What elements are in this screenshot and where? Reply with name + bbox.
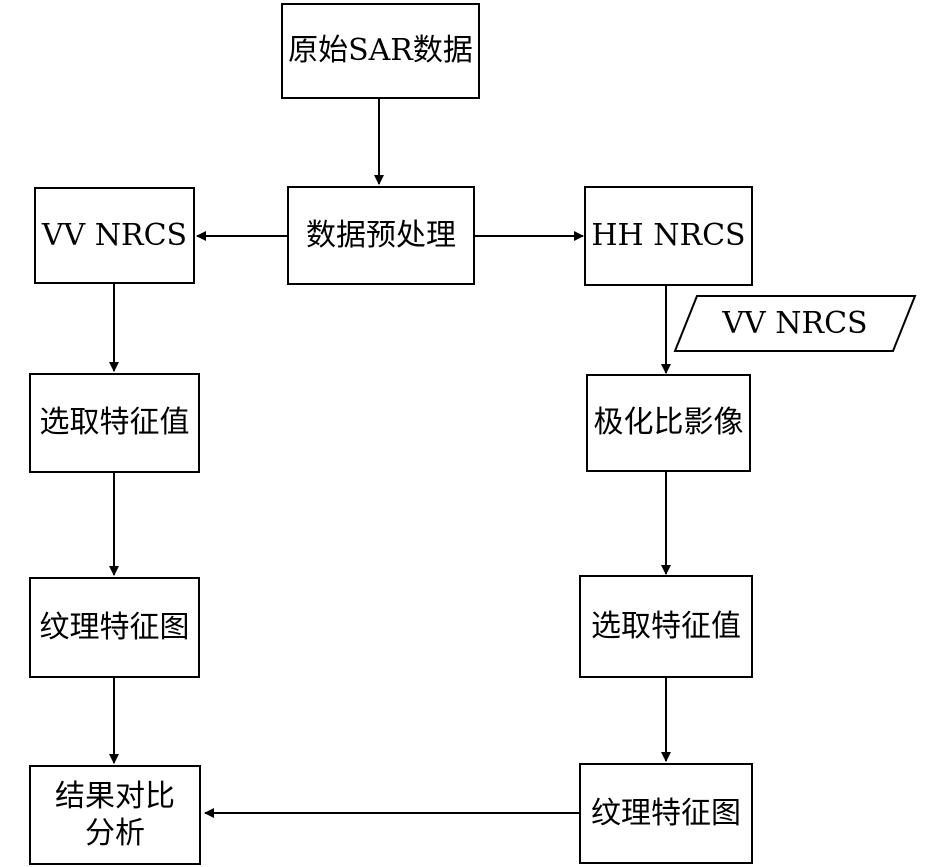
node-left-select: 选取特征值: [29, 373, 200, 473]
vv-nrcs-input-shape: [673, 295, 917, 352]
node-raw-sar-label: 原始SAR数据: [288, 33, 473, 69]
node-compare: 结果对比 分析: [29, 765, 201, 865]
node-compare-label: 结果对比 分析: [55, 778, 175, 852]
node-preprocess: 数据预处理: [287, 186, 475, 285]
node-hh-nrcs: HH NRCS: [584, 186, 753, 286]
node-right-select-label: 选取特征值: [591, 608, 741, 644]
node-vv-nrcs-label: VV NRCS: [41, 217, 188, 253]
node-vv-nrcs: VV NRCS: [34, 187, 195, 284]
node-left-select-label: 选取特征值: [39, 405, 190, 441]
node-hh-nrcs-label: HH NRCS: [591, 218, 746, 254]
node-raw-sar: 原始SAR数据: [281, 3, 480, 99]
node-right-texture: 纹理特征图: [579, 763, 753, 864]
node-vv-nrcs-input-label: VV NRCS: [722, 305, 868, 341]
node-pol-ratio: 极化比影像: [586, 374, 751, 472]
node-pol-ratio-label: 极化比影像: [593, 405, 744, 441]
node-left-texture-label: 纹理特征图: [39, 609, 190, 645]
node-vv-nrcs-input: VV NRCS: [697, 296, 893, 351]
node-right-texture-label: 纹理特征图: [591, 795, 741, 831]
node-right-select: 选取特征值: [579, 575, 753, 678]
node-left-texture: 纹理特征图: [29, 577, 200, 678]
node-preprocess-label: 数据预处理: [306, 217, 456, 253]
